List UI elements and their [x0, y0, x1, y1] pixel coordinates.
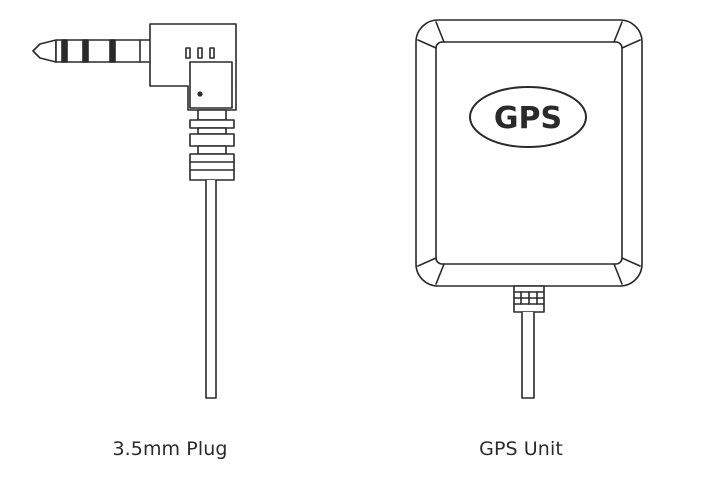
- plug-dot: [197, 91, 203, 97]
- plug-head-panel: [189, 61, 233, 109]
- gps-unit-caption: GPS Unit: [479, 438, 563, 460]
- audio-plug-illustration: [32, 23, 237, 399]
- plug-ring-1: [61, 39, 68, 63]
- plug-cable: [205, 179, 217, 399]
- gps-unit-illustration: [415, 19, 643, 399]
- plug-ring-2: [82, 39, 89, 63]
- plug-ring-3: [109, 39, 116, 63]
- gps-cable: [521, 311, 535, 399]
- plug-pin: [55, 39, 153, 63]
- plug-tip: [32, 39, 57, 63]
- gps-badge: [469, 86, 587, 148]
- gps-badge-text: GPS: [494, 101, 562, 136]
- plug-caption: 3.5mm Plug: [112, 438, 228, 460]
- strain-relief-top: [197, 109, 227, 121]
- strain-relief-bottom: [189, 153, 235, 181]
- gps-casing-inner: [435, 41, 623, 265]
